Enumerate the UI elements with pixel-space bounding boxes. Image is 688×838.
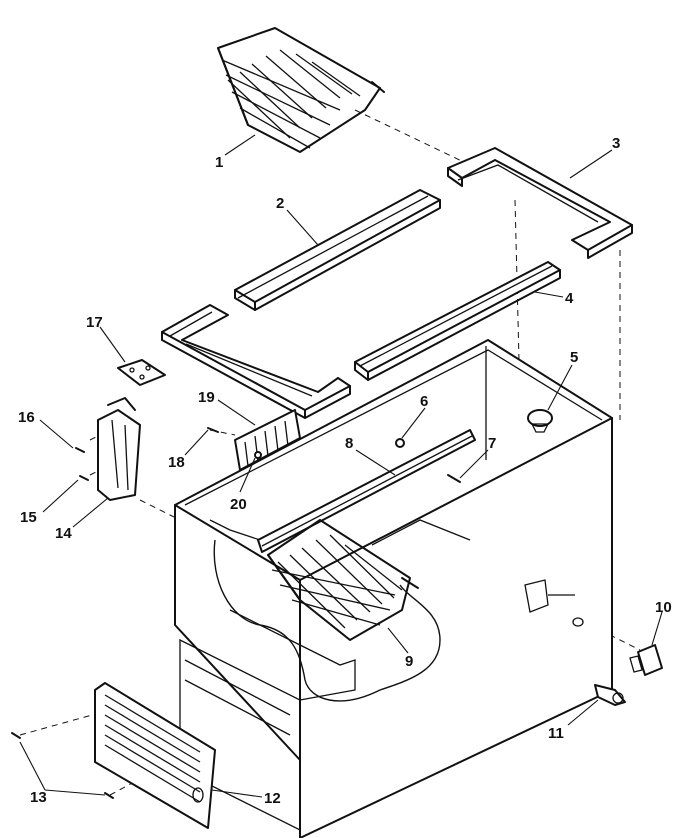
callout-7: 7 [488,435,496,452]
screw-18 [207,427,219,433]
callout-15: 15 [20,509,37,526]
front-grille [94,682,216,829]
callout-6: 6 [420,393,428,410]
leader-lines [19,134,663,798]
hinge-block [234,409,301,471]
callout-17: 17 [86,314,103,331]
hinge-screws [75,447,89,481]
callout-11: 11 [548,725,564,742]
drain-cap [629,644,663,676]
freezer-cabinet [174,339,613,838]
screw-6 [395,438,405,448]
screw-20 [254,451,262,459]
callout-12: 12 [264,790,281,807]
callout-19: 19 [198,389,215,406]
callout-13: 13 [30,789,47,806]
hinge-plate [117,359,166,386]
upper-wire-basket [217,27,385,153]
evaporator-bar [257,429,476,553]
left-breaker-frame [161,304,351,419]
drain-plug [527,409,553,433]
callout-4: 4 [565,290,574,307]
callout-2: 2 [276,195,284,212]
callout-10: 10 [655,599,672,616]
callout-18: 18 [168,454,185,471]
rear-breaker-frame [447,147,633,259]
hinge [97,397,141,501]
lower-wire-basket [267,519,419,641]
callout-1: 1 [215,154,223,171]
front-breaker-strip [234,189,441,311]
grille-screws [11,732,114,799]
screw-7 [447,474,461,483]
callout-20: 20 [230,496,247,513]
right-breaker-strip [354,261,561,381]
callout-3: 3 [612,135,620,152]
callout-14: 14 [55,525,72,542]
callout-16: 16 [18,409,35,426]
drain-fitting [594,684,626,706]
callout-labels: 1 2 3 4 5 6 7 8 9 10 11 12 13 14 15 16 1… [18,135,672,807]
callout-9: 9 [405,653,413,670]
callout-5: 5 [570,349,578,366]
callout-8: 8 [345,435,353,452]
